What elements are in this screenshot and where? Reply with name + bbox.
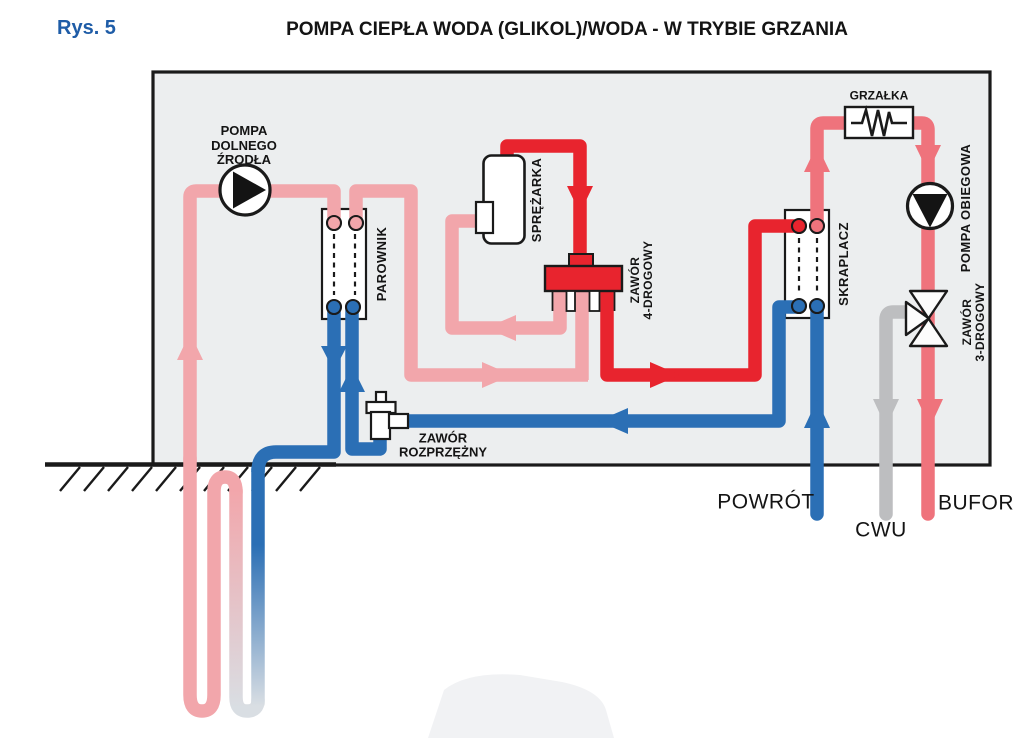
pipe-heating-salmon — [810, 116, 935, 521]
flow-arrows — [177, 145, 943, 434]
heater-icon — [843, 104, 915, 140]
figure-title: POMPA CIEPŁA WODA (GLIKOL)/WODA - W TRYB… — [286, 19, 848, 40]
figure-tag: Rys. 5 — [57, 17, 116, 39]
dhw-line-label: CWU — [855, 518, 907, 542]
heater-label: GRZAŁKA — [849, 88, 909, 103]
condenser-label: SKRAPLACZ — [835, 222, 851, 306]
three-way-valve-icon — [904, 289, 949, 348]
watermark-smudge — [428, 674, 614, 738]
evaporator-internals — [325, 214, 365, 316]
circulation-pump-icon — [905, 181, 955, 231]
compressor-icon — [474, 154, 526, 245]
return-line-label: POWRÓT — [717, 490, 815, 514]
four-way-valve-label: ZAWÓR 4-DROGOWY — [627, 240, 655, 320]
compressor-label: SPRĘŻARKA — [528, 157, 544, 243]
source-pump-icon — [218, 163, 272, 217]
source-pump-label: POMPA DOLNEGO ŹRODŁA — [211, 123, 277, 168]
pipe-dhw-gray — [879, 305, 915, 521]
circulation-pump-label: POMPA OBIEGOWA — [957, 143, 973, 273]
expansion-valve-label: ZAWÓR ROZPRZĘŻNY — [398, 430, 488, 459]
three-way-valve-label: ZAWÓR 3-DROGOWY — [959, 282, 987, 362]
expansion-valve-icon — [365, 390, 410, 441]
buffer-line-label: BUFOR — [938, 491, 1014, 515]
condenser-internals — [790, 217, 826, 315]
ground-loop — [183, 451, 265, 718]
evaporator-label: PAROWNIK — [373, 226, 389, 302]
four-way-valve-icon — [543, 253, 624, 312]
